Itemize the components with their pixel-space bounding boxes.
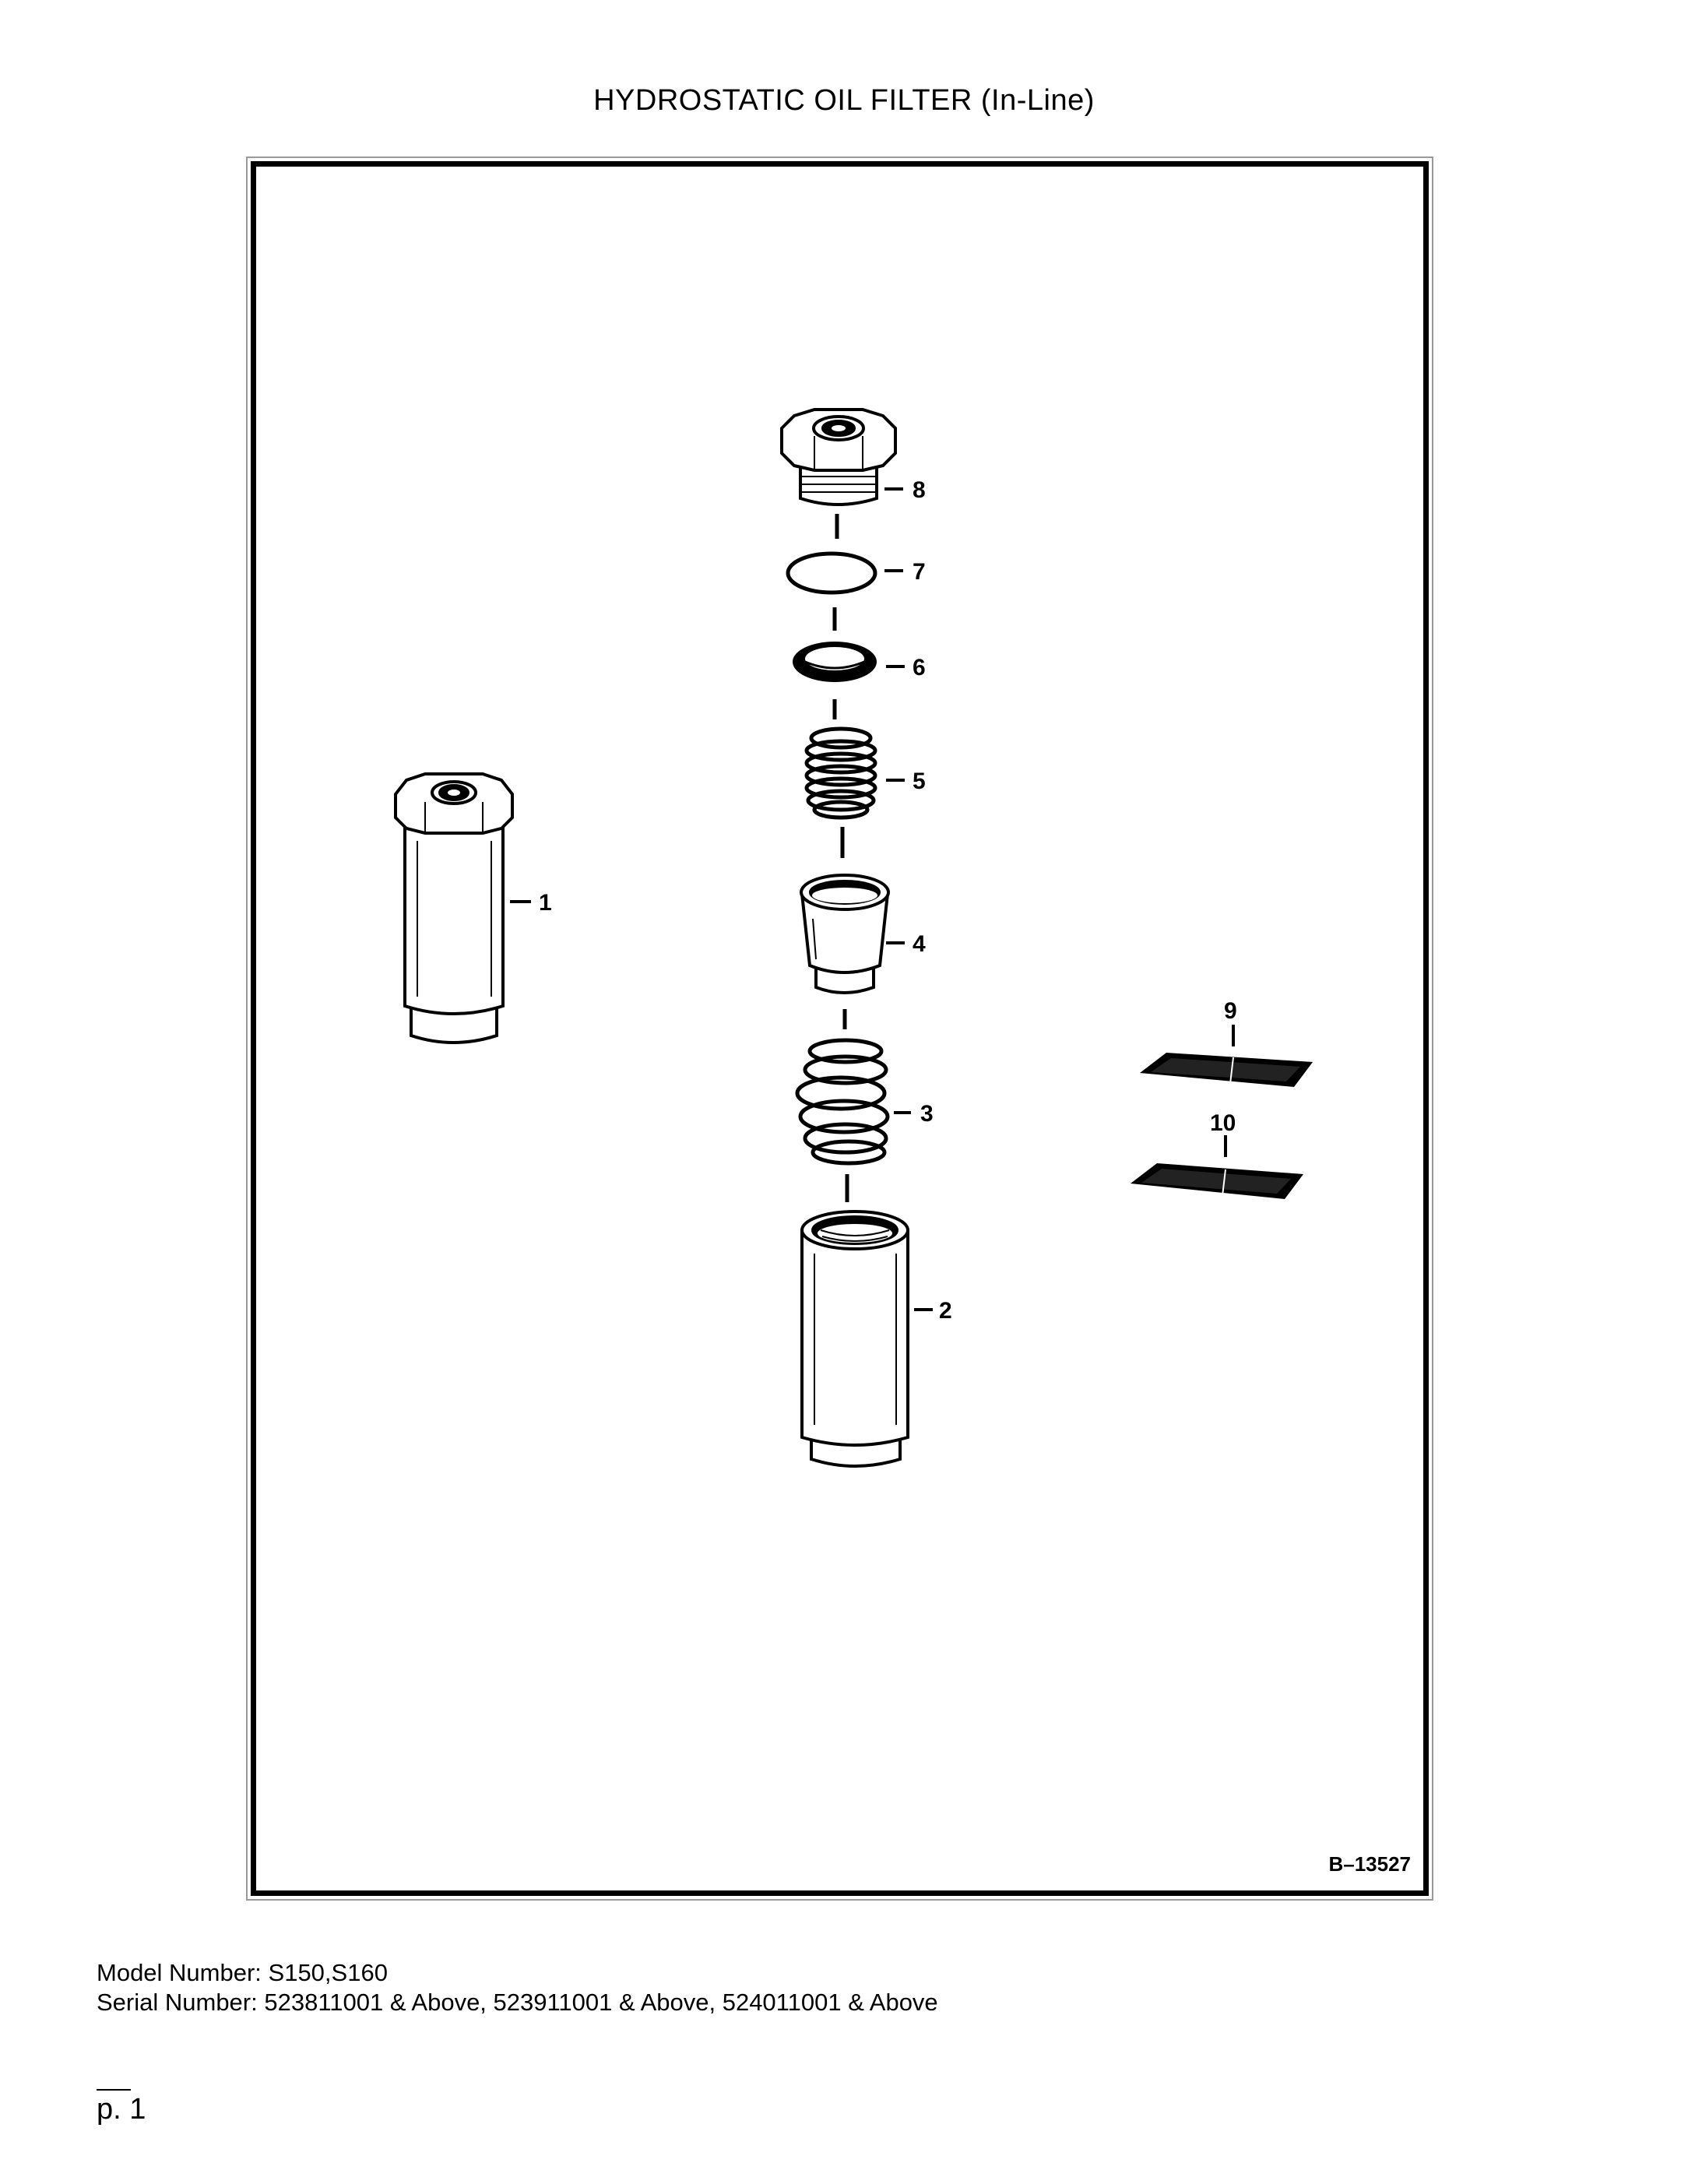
part-2-housing: [800, 1210, 909, 1468]
model-number-line: Model Number: S150,S160: [97, 1959, 388, 1986]
page-rule: [97, 2089, 131, 2091]
figure-number: B–13527: [1328, 1852, 1411, 1876]
part-10-decal: [1131, 1163, 1303, 1199]
part-6-seal: [793, 642, 877, 682]
callout-5: 5: [913, 768, 926, 794]
callout-9: 9: [1224, 998, 1237, 1024]
callout-4: 4: [913, 931, 926, 957]
part-8-plug: [780, 408, 897, 506]
serial-number-line: Serial Number: 523811001 & Above, 523911…: [97, 1989, 938, 2016]
part-1-filter-assembly: [394, 772, 514, 1044]
callout-10: 10: [1210, 1110, 1236, 1136]
callout-8: 8: [913, 477, 926, 503]
page-number: p. 1: [97, 2093, 146, 2126]
figure-frame-outer: [246, 157, 1433, 1901]
part-5-spring: [804, 726, 877, 820]
figure-frame: [251, 161, 1429, 1896]
part-4-filter-element: [800, 874, 890, 994]
page-title: HYDROSTATIC OIL FILTER (In-Line): [593, 84, 1095, 117]
callout-1: 1: [539, 890, 552, 916]
part-7-o-ring: [786, 551, 877, 595]
callout-2: 2: [939, 1298, 952, 1324]
callout-6: 6: [913, 655, 926, 681]
callout-3: 3: [920, 1101, 934, 1127]
part-3-spring: [795, 1038, 890, 1166]
part-9-decal: [1140, 1053, 1313, 1087]
callout-7: 7: [913, 559, 926, 585]
